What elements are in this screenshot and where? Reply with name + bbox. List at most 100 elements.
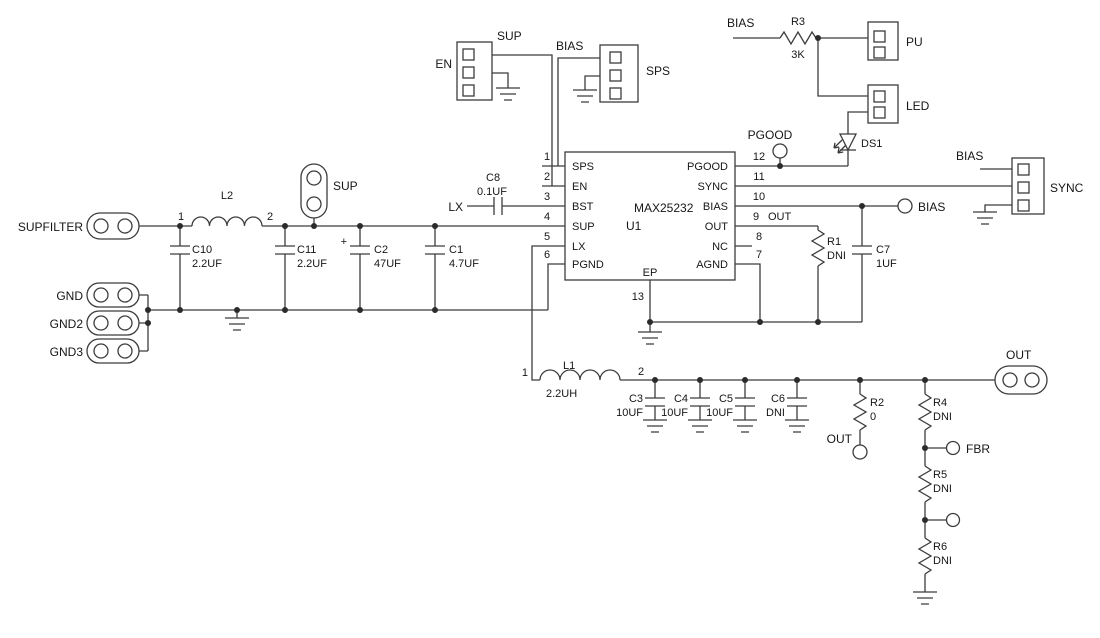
inductor-l1: L1 2.2UH 1 2 [522,360,644,400]
header-pin-icon [873,46,886,59]
c2-polarity: + [341,236,347,248]
testpoint-divider-mid [945,512,961,528]
header-pin-icon [462,66,475,79]
header-pin-icon [1017,163,1030,176]
pin-name-en: EN [572,181,587,193]
r3-val: 3K [791,49,805,61]
c6-val: DNI [766,407,785,419]
c3-ref: C3 [629,393,643,405]
connector-gnd2-label: GND2 [50,317,84,331]
connector-pin-icon [93,315,109,331]
capacitor-symbol [493,197,503,215]
pin-name-sps: SPS [572,161,594,173]
r1-val: DNI [827,250,846,262]
resistor-r5: R5 DNI [917,465,952,503]
net-label-bias-tp: BIAS [918,200,945,214]
r3-ref: R3 [791,16,805,28]
r5-val: DNI [933,483,952,495]
c6-ref: C6 [771,393,785,405]
ic-refdes-label: U1 [626,219,642,233]
resistor-symbol [917,537,933,575]
header-en: EN [435,41,493,101]
r5-ref: R5 [933,469,947,481]
c11-ref: C11 [297,244,316,256]
pin-num-11: 11 [753,171,764,183]
pin-num-7: 7 [756,249,762,261]
c8-val: 0.1UF [477,186,507,198]
led-emission-arrows-icon [833,139,847,154]
wire-bias-right [735,205,898,322]
ic-body [564,151,736,281]
c8-ref: C8 [486,172,500,184]
r1-ref: R1 [827,236,841,248]
connector-sup: SUP [300,163,358,219]
capacitor-symbol [645,397,665,407]
c10-ref: C10 [192,244,212,256]
c7-val: 1UF [876,258,897,270]
connector-gnd: GND [56,282,140,308]
resistor-symbol [779,30,817,46]
r4-val: DNI [933,411,952,423]
capacitor-c5: C5 10UF [706,393,755,419]
capacitor-c7: C7 1UF [852,244,897,270]
pin-num-2: 2 [544,171,550,183]
testpoint-bias: BIAS [897,198,945,214]
resistor-r1: R1 DNI [810,229,846,267]
r4-ref: R4 [933,397,947,409]
pin-num-5: 5 [544,231,550,243]
wire-out-r1 [735,225,819,322]
pin-name-out: OUT [705,221,729,233]
r6-ref: R6 [933,541,947,553]
inductor-symbol [539,369,621,381]
header-pu-label: PU [906,35,923,49]
header-pin-icon [873,30,886,43]
pin-name-lx: LX [572,241,586,253]
header-sps: SPS [599,44,670,103]
l1-ref: L1 [563,360,575,372]
connector-pin-icon [117,315,133,331]
resistor-r6: R6 DNI [917,537,952,575]
net-label-bias-sync: BIAS [956,149,983,163]
connector-gnd2: GND2 [50,310,140,336]
l2-node1: 1 [178,211,184,223]
net-label-bias-sps: BIAS [556,39,583,53]
header-pu: PU [867,21,923,61]
header-pin-icon [873,90,886,103]
c3-val: 10UF [616,407,643,419]
capacitor-c2: + C2 47UF [341,236,402,270]
connector-gnd3-label: GND3 [50,345,84,359]
testpoint-icon [772,143,788,159]
capacitor-symbol [425,245,445,255]
junction-dots [145,35,928,523]
ds1-ref: DS1 [861,138,882,150]
connector-pin-icon [1002,372,1018,388]
c4-val: 10UF [661,407,688,419]
connector-pin-icon [117,287,133,303]
testpoint-icon [945,440,961,456]
header-pin-icon [462,48,475,61]
net-label-out-pin9: OUT [768,211,792,223]
connector-pin-icon [117,218,133,234]
header-pin-icon [609,69,622,82]
capacitor-c10: C10 2.2UF [170,244,222,270]
c2-val: 47UF [374,258,401,270]
net-label-pgood: PGOOD [748,128,793,142]
capacitor-c8: C8 0.1UF [477,172,507,215]
pin-name-ep: EP [643,267,658,279]
pin-num-9: 9 [753,211,759,223]
pin-name-bias: BIAS [703,201,728,213]
l1-node2: 2 [638,366,644,378]
inductor-symbol [191,216,263,227]
testpoint-out: OUT [827,432,868,460]
header-en-label: EN [435,57,452,71]
pin-num-8: 8 [756,231,762,243]
capacitor-symbol [350,245,370,255]
net-label-bias-r3: BIAS [727,16,754,30]
c7-ref: C7 [876,244,890,256]
testpoint-icon [945,512,961,528]
header-led-label: LED [906,99,930,113]
capacitor-symbol [275,245,295,255]
pin-num-3: 3 [544,191,550,203]
